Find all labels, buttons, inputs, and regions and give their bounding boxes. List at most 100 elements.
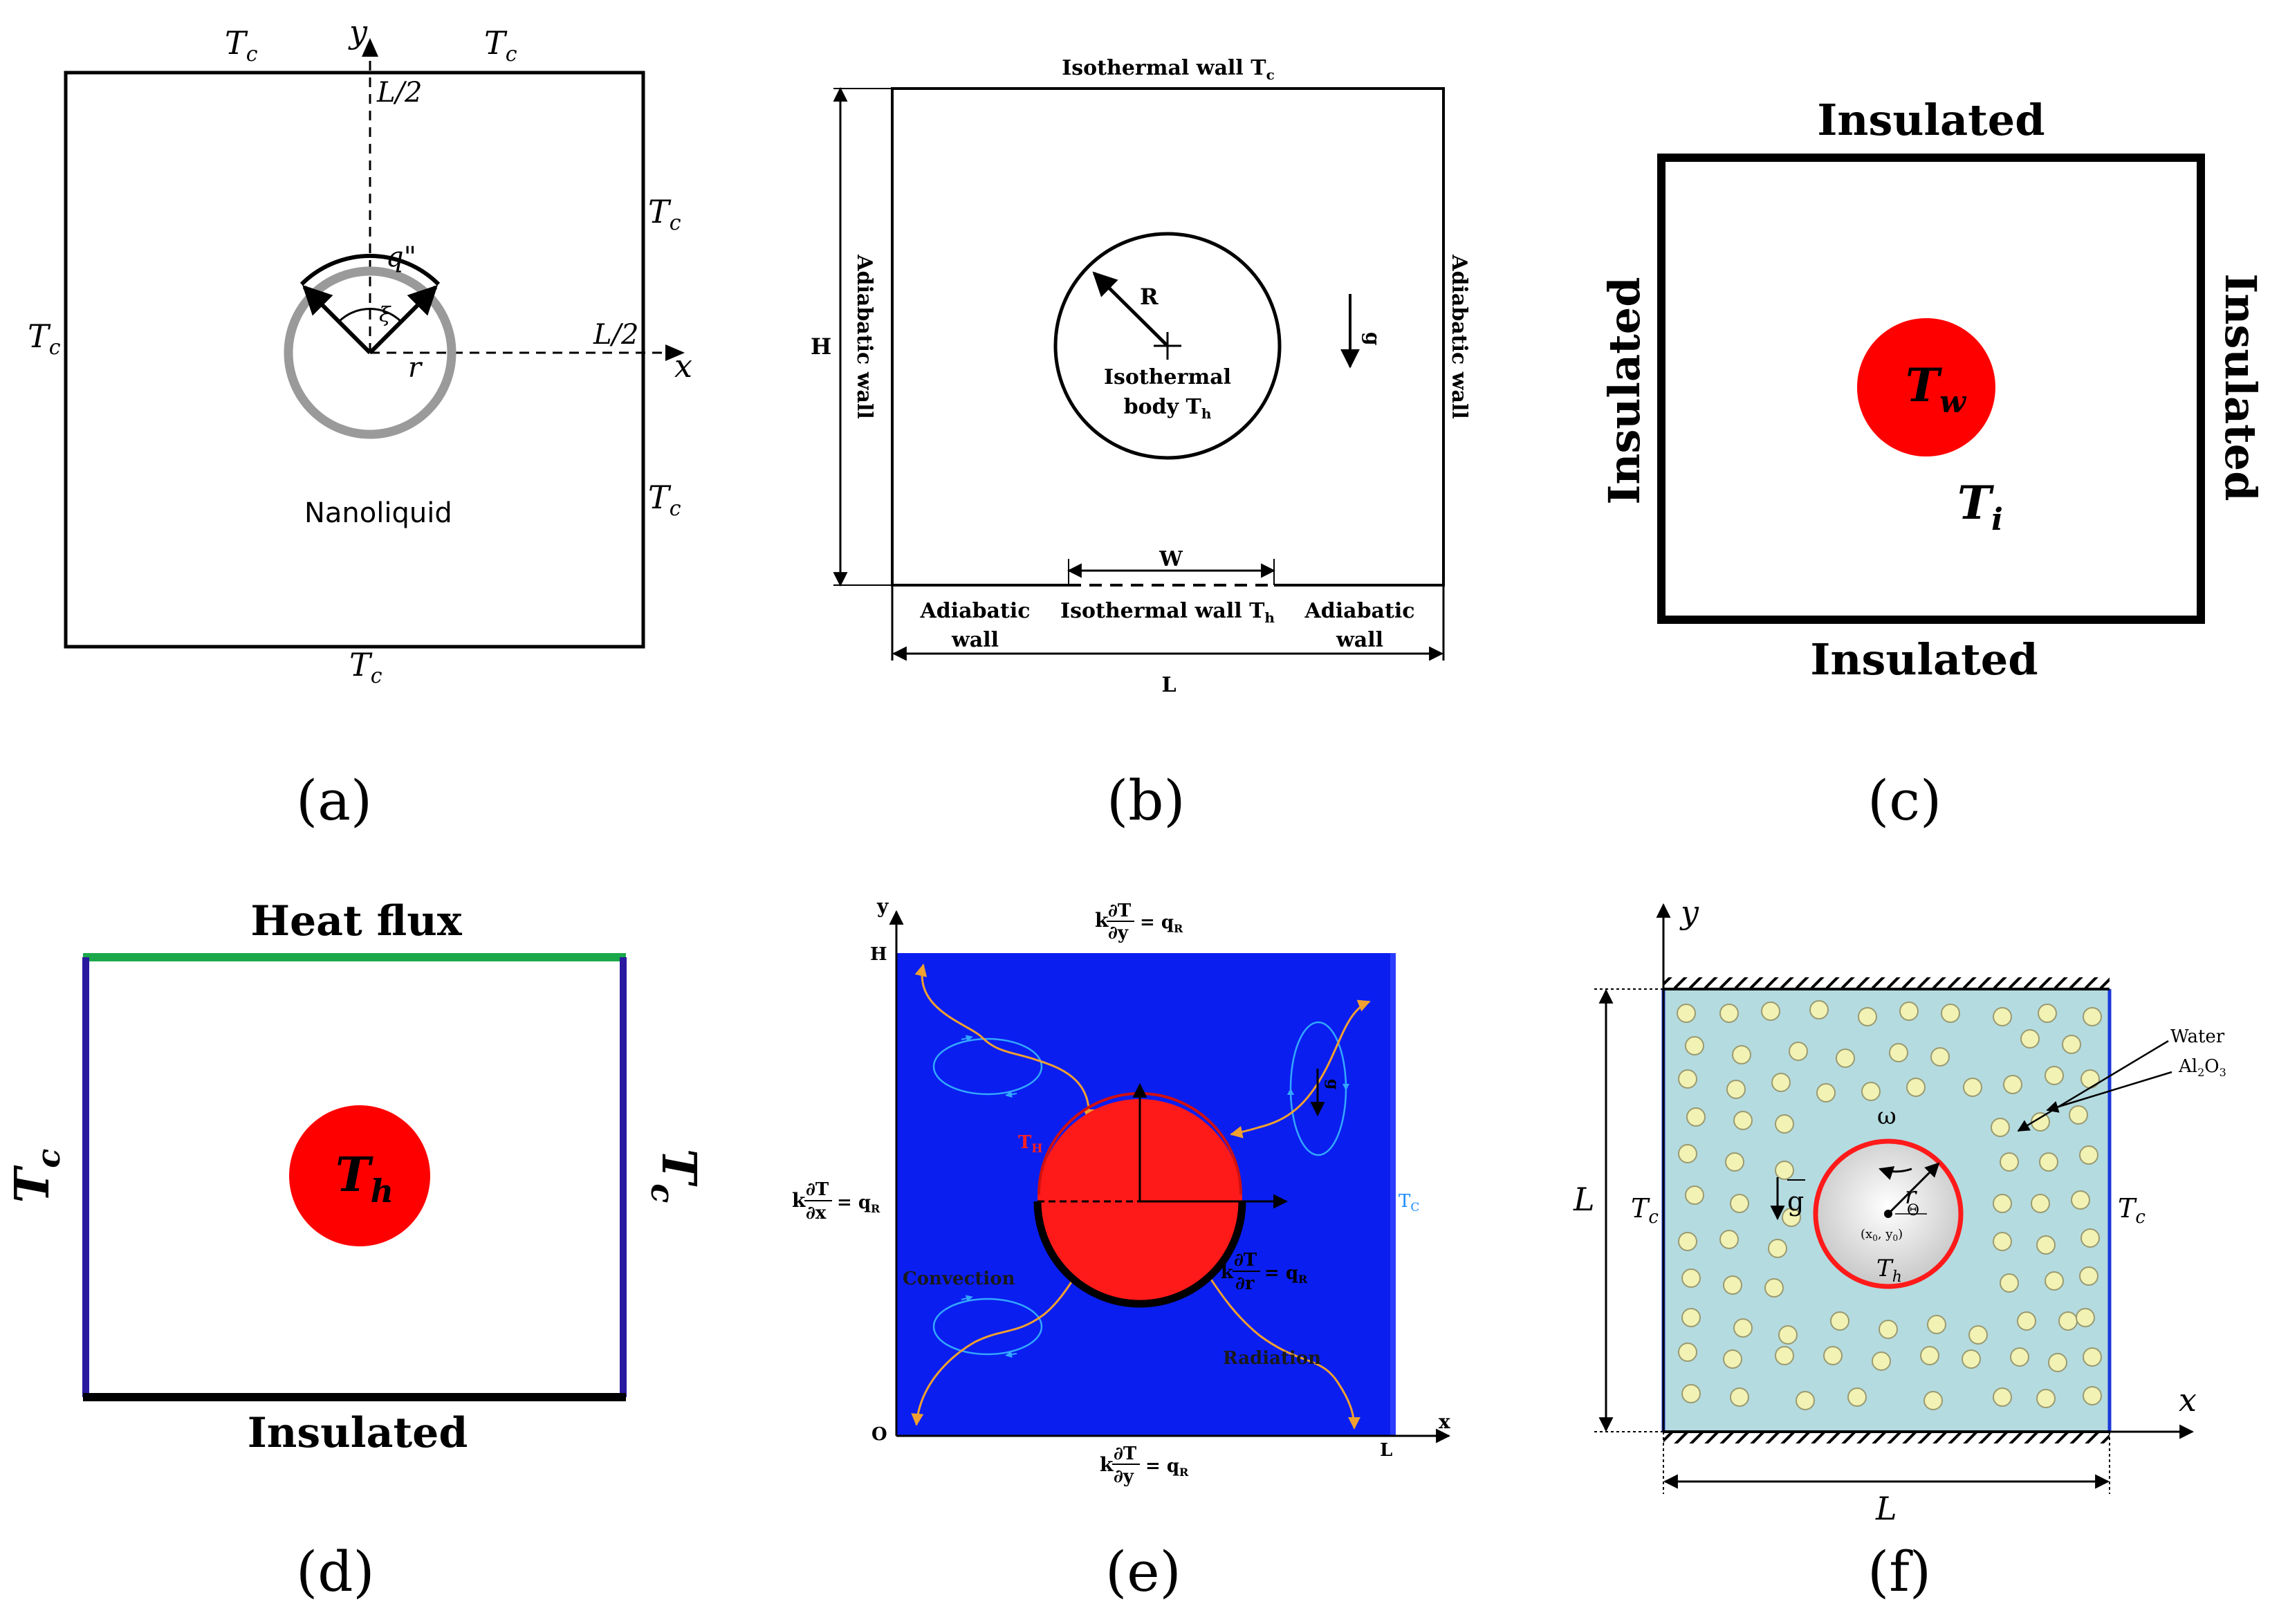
nanoparticle <box>2031 1194 2050 1213</box>
svg-text:= qR: = qR <box>1145 1456 1189 1479</box>
nanoparticle <box>1778 1325 1798 1345</box>
nanoparticle <box>1962 1349 1981 1369</box>
nanoparticle <box>1685 1185 1704 1205</box>
nanoparticle <box>1775 1161 1794 1180</box>
svg-text:= qR: = qR <box>1140 912 1183 935</box>
panel-d: Th Heat flux Insulated Tc Tc (d) <box>5 897 706 1604</box>
tc-right-lower-a: Tc <box>648 479 681 521</box>
omega-label-f: ω <box>1877 1102 1897 1130</box>
nanoparticle <box>1681 1268 1701 1288</box>
bottom-bc-e: k ∂T ∂y = qR <box>1100 1443 1189 1487</box>
svg-text:∂y: ∂y <box>1114 1466 1134 1487</box>
nanoparticle <box>1681 1384 1701 1403</box>
svg-text:k: k <box>1095 909 1109 932</box>
nanoparticle <box>1726 1080 1746 1099</box>
svg-text:∂r: ∂r <box>1235 1273 1255 1294</box>
svg-text:k: k <box>792 1189 806 1212</box>
nanoparticle <box>1730 1194 1749 1213</box>
nanoparticle <box>1927 1315 1946 1334</box>
body-bc-e: k ∂T ∂r = qR <box>1221 1250 1308 1294</box>
svg-text:∂x: ∂x <box>806 1203 827 1224</box>
gravity-label-e: g <box>1324 1079 1342 1089</box>
center-label-f: (x0, y0) <box>1861 1227 1903 1243</box>
tc-right-upper-a: Tc <box>648 193 681 235</box>
nanoparticle <box>1879 1320 1898 1339</box>
svg-text:k: k <box>1221 1262 1234 1283</box>
nanoparticle <box>2010 1347 2029 1367</box>
angle-label-a: ξ <box>379 303 391 327</box>
body-temp-label-f: Th <box>1876 1255 1902 1286</box>
body-label-line2-b: body Th <box>1124 395 1212 422</box>
nanoparticle <box>1941 1004 1960 1023</box>
nanoparticle <box>1796 1391 1815 1410</box>
nanoparticle <box>1719 1004 1739 1023</box>
nanoparticle <box>1733 1318 1753 1338</box>
svg-text:= qR: = qR <box>1264 1263 1308 1286</box>
convection-label-e: Convection <box>903 1268 1015 1289</box>
nanoparticle <box>1993 1194 2012 1213</box>
tc-left-label-f: Tc <box>1631 1193 1659 1228</box>
left-wall-label-b: Adiabatic wall <box>852 254 876 419</box>
caption-f: (f) <box>1867 1540 1931 1604</box>
caption-b: (b) <box>1107 768 1185 833</box>
top-label-d: Heat flux <box>250 897 463 945</box>
x-axis-label-f: x <box>2179 1381 2197 1419</box>
water-label-f: Water <box>2170 1026 2225 1047</box>
bottom-heater-label-b: Isothermal wall Th <box>1060 599 1275 626</box>
panel-c: Tw Ti Insulated Insulated Insulated Insu… <box>1599 95 2266 833</box>
bottom-left-line1-b: Adiabatic <box>919 599 1030 623</box>
length-label-e: L <box>1380 1440 1392 1461</box>
nanoparticle <box>1847 1387 1867 1407</box>
tc-top-right-a: Tc <box>484 24 517 66</box>
nanoparticle <box>1678 1144 1697 1163</box>
radius-label-b: R <box>1140 284 1159 310</box>
height-label-e: H <box>870 944 887 965</box>
y-axis-label-a: y <box>348 13 368 50</box>
gravity-label-b: g <box>1361 332 1384 346</box>
right-label-d: Tc <box>644 1149 706 1203</box>
panel-f: y x L L Tc Tc r Θ (x0, y0) Th ω g Water … <box>1573 894 2226 1604</box>
caption-a: (a) <box>296 768 372 833</box>
nanoparticle <box>2071 1190 2090 1210</box>
nanoparticle <box>2036 1235 2056 1255</box>
nanoparticle <box>1723 1349 1742 1369</box>
nanoparticle <box>2017 1311 2036 1331</box>
left-label-d: Tc <box>5 1149 67 1203</box>
nanoparticle <box>1993 1387 2012 1407</box>
origin-label-e: O <box>871 1424 887 1445</box>
x-axis-arrow-a <box>665 344 685 361</box>
length-vertical-f: L <box>1573 1181 1595 1218</box>
nanoparticle <box>2079 1145 2098 1165</box>
nanoparticle <box>2038 1004 2057 1023</box>
nanoparticle <box>2083 1347 2102 1367</box>
y-axis-arrow-a <box>362 38 378 57</box>
nanoparticle <box>1723 1275 1742 1295</box>
nanoparticle <box>1775 1114 1794 1134</box>
cavity-a <box>64 71 645 649</box>
x-axis-label-a: x <box>674 347 692 385</box>
nanoparticle <box>1930 1047 1950 1067</box>
nanoparticle <box>1789 1042 1808 1061</box>
svg-text:k: k <box>1100 1453 1114 1476</box>
nanoparticle <box>1830 1311 1849 1331</box>
tc-right-label-f: Tc <box>2118 1193 2146 1228</box>
nanoparticle <box>2062 1035 2081 1054</box>
isothermal-body-b <box>1053 232 1282 460</box>
nanoparticle <box>1764 1278 1784 1298</box>
nanoparticle <box>1923 1391 1943 1410</box>
svg-text:∂y: ∂y <box>1108 923 1129 943</box>
right-wall-label-b: Adiabatic wall <box>1447 254 1471 419</box>
caption-e: (e) <box>1105 1540 1181 1604</box>
nanoparticle <box>1678 1069 1697 1089</box>
bottom-label-c: Insulated <box>1810 634 2038 685</box>
nanoparticle <box>2069 1105 2088 1125</box>
bottom-right-line1-b: Adiabatic <box>1304 599 1414 623</box>
nanoparticle <box>1725 1152 1744 1172</box>
panel-e: y x H O L k ∂T ∂y = qR k ∂T ∂y = qR k ∂T… <box>792 895 1451 1604</box>
half-length-top-a: L/2 <box>376 77 423 109</box>
nanoparticle <box>2000 1273 2019 1293</box>
cold-label-e: TC <box>1399 1191 1419 1215</box>
angle-arc-a <box>338 308 403 323</box>
nanoparticle <box>1991 1118 2010 1137</box>
nanoparticles-f <box>1677 1000 2102 1410</box>
